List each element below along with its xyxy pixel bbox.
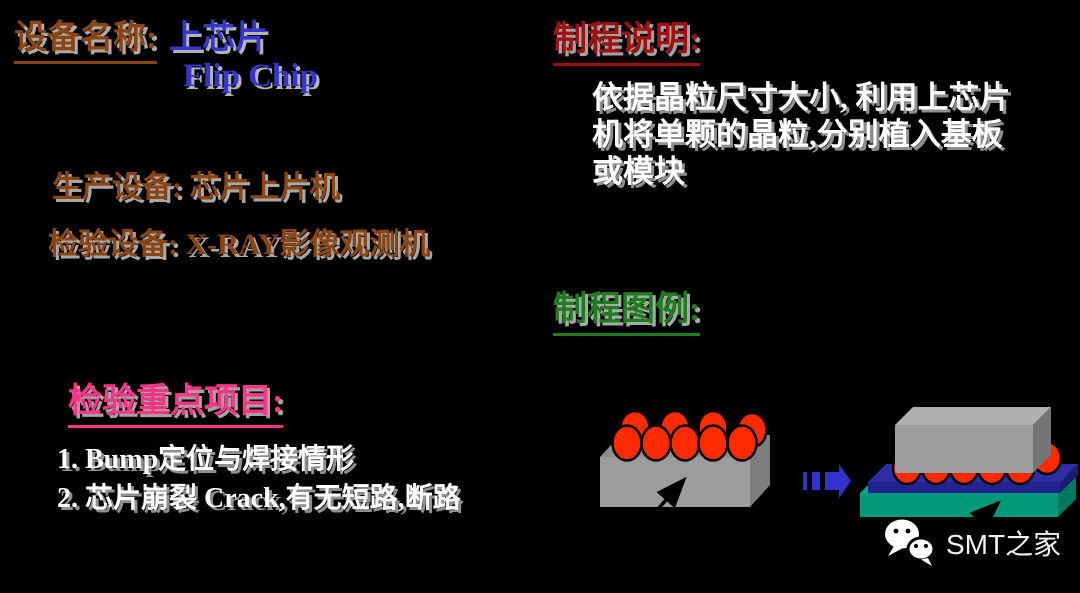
die-front-face	[600, 457, 750, 507]
inspection-item-2: 2. 芯片崩裂 Crack,有无短路,断路	[57, 483, 461, 514]
watermark-text: SMT之家	[946, 529, 1062, 560]
equipment-name-cn: 上芯片	[169, 20, 268, 56]
wechat-icon	[885, 519, 936, 566]
substrate-blue-right-face	[1060, 464, 1078, 493]
striped-right-arrow-icon	[803, 464, 851, 498]
description-line-1: 依据晶粒尺寸大小, 利用上芯片	[592, 80, 1011, 115]
production-equipment-line: 生产设备: 芯片上片机	[52, 171, 340, 204]
equipment-name-en: Flip Chip	[183, 58, 318, 94]
process-illustration-heading: 制程图例:	[553, 281, 701, 336]
description-line-3: 或模块	[592, 154, 685, 189]
process-description-body: 依据晶粒尺寸大小, 利用上芯片 机将单颗的晶粒,分别植入基板 或模块	[592, 79, 1011, 190]
mounted-die-front-face	[895, 425, 1033, 473]
equipment-name-label: 设备名称:	[14, 10, 157, 64]
inspection-points-list: 1. Bump定位与焊接情形 2. 芯片崩裂 Crack,有无短路,断路	[57, 440, 461, 518]
bumped-die-diagram	[600, 409, 770, 520]
substrate-green-front-face	[860, 493, 1058, 517]
inspection-item-1: 1. Bump定位与焊接情形	[57, 444, 355, 475]
process-illustration-diagram	[600, 407, 1078, 531]
description-line-2: 机将单颗的晶粒,分别植入基板	[592, 117, 1003, 152]
inspection-equipment-line: 检验设备: X-RAY影像观测机	[48, 228, 430, 261]
mounted-die-right-face	[1033, 407, 1051, 473]
process-description-heading: 制程说明:	[553, 11, 701, 66]
substrate-green-right-face	[1058, 475, 1076, 517]
solder-bumps	[611, 409, 768, 462]
mounted-die-top-face	[895, 407, 1051, 425]
substrate-blue-front-face	[868, 482, 1060, 493]
mounted-die-diagram	[860, 407, 1078, 531]
inspection-points-heading: 检验重点项目:	[68, 373, 284, 428]
substrate-pointer-arrow	[963, 500, 1002, 531]
watermark: SMT之家	[884, 518, 1061, 568]
title-row: 设备名称: 上芯片	[14, 10, 268, 64]
die-pointer-arrow	[648, 476, 687, 520]
